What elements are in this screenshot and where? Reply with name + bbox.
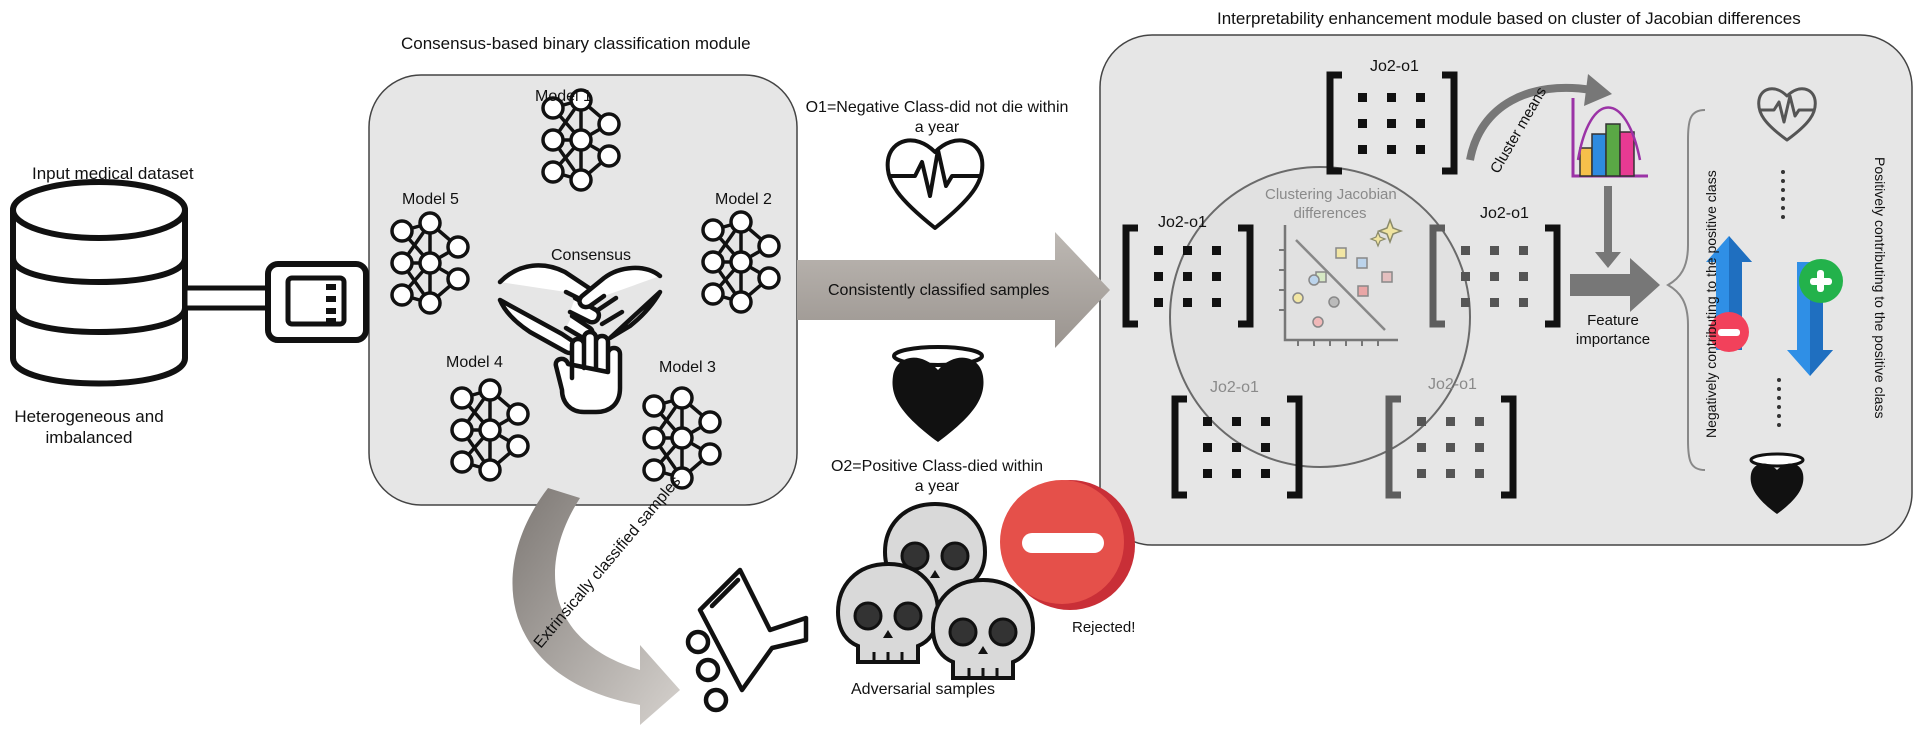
feature-importance-line-1: Feature <box>1587 312 1639 329</box>
o2-label-line-1: O2=Positive Class-died within <box>830 458 1044 475</box>
o1-label-line-2: a year <box>914 119 960 136</box>
consistent-samples-arrow <box>797 232 1110 348</box>
cluster-means-arrow <box>1466 83 1593 161</box>
matrix-left-label: Jo2-o1 <box>1158 214 1207 231</box>
consensus-hands-icon <box>497 263 663 415</box>
matrix-right-label: Jo2-o1 <box>1480 205 1529 222</box>
model-1-label: Model 1 <box>535 88 592 105</box>
bottom-dots-separator <box>1777 378 1781 427</box>
extrinsic-samples-arrow <box>512 488 680 725</box>
deceased-heart-icon <box>892 345 984 442</box>
connector-icon <box>182 261 369 343</box>
consensus-module-title: Consensus-based binary classification mo… <box>401 34 751 53</box>
feature-importance-line-2: importance <box>1575 331 1651 348</box>
adversarial-samples-label: Adversarial samples <box>851 681 996 698</box>
input-dataset-title: Input medical dataset <box>32 164 194 183</box>
rejected-label: Rejected! <box>1072 619 1136 636</box>
model-2-label: Model 2 <box>715 191 772 208</box>
interpretability-module-title: Interpretability enhancement module base… <box>1217 9 1801 28</box>
positive-contribution-label: Positively contributing to the positive … <box>1872 157 1888 419</box>
skull-icon-right <box>931 578 1035 680</box>
negative-contribution-label: Negatively contributing to the positive … <box>1703 170 1719 438</box>
matrix-top-label: Jo2-o1 <box>1370 58 1419 75</box>
consensus-label: Consensus <box>551 247 632 264</box>
deceased-heart-small-icon <box>1749 452 1805 514</box>
rejected-sign-icon <box>1000 480 1135 610</box>
top-dots-separator <box>1781 170 1785 219</box>
model-3-label: Model 3 <box>659 359 716 376</box>
cluster-means-arrowhead <box>1584 74 1612 106</box>
result-brace <box>1666 109 1706 471</box>
healthy-heart-small-icon <box>1757 87 1817 142</box>
matrix-bottom-right-label: Jo2-o1 <box>1428 376 1477 393</box>
cluster-scatter-icon <box>1279 217 1404 346</box>
positive-contribution-arrow-icon <box>1787 259 1843 376</box>
feature-importance-arrow <box>1570 258 1660 312</box>
filter-funnel-icon <box>685 567 809 713</box>
healthy-heart-icon <box>885 138 985 230</box>
matrix-bottom-left-label: Jo2-o1 <box>1210 379 1259 396</box>
model-4-label: Model 4 <box>446 354 503 371</box>
o2-label-line-2: a year <box>914 478 960 495</box>
bar-chart-icon <box>1571 98 1648 178</box>
model-5-label: Model 5 <box>402 191 459 208</box>
negative-contribution-arrow-icon <box>1706 236 1752 352</box>
o1-label-line-1: O1=Negative Class-did not die within <box>805 99 1069 116</box>
database-icon <box>10 179 188 387</box>
consistent-samples-label: Consistently classified samples <box>828 282 1050 299</box>
clustering-label-line-2: differences <box>1293 205 1367 222</box>
input-caption-line-1: Heterogeneous and <box>14 407 164 426</box>
skull-icon-left <box>836 562 940 664</box>
clustering-label-line-1: Clustering Jacobian <box>1265 186 1397 203</box>
down-arrow-head <box>1595 252 1621 268</box>
input-caption-line-2: imbalanced <box>45 428 133 447</box>
